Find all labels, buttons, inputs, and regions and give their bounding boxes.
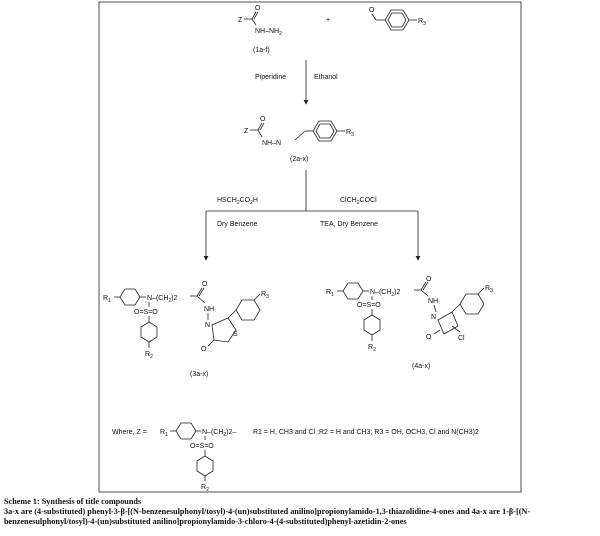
z-definition: Where, Z = R1 N–(CH2)2– O=S=O R2 R1 = H,… [112,422,479,493]
plus-sign: + [326,17,330,24]
intermediate-structure: Z O NH–N R3 (2a-x) [244,116,354,163]
aldehyde-r3-label: R3 [418,18,426,27]
hydrazide-z-label: Z [238,17,243,24]
caption-title: Scheme 1: Synthesis of title compounds [4,497,142,506]
where-sulfonyl-label: O=S=O [190,443,214,450]
where-r1-label: R1 [160,429,168,438]
scheme-caption: Scheme 1: Synthesis of title compounds 3… [4,497,596,527]
step2-right-reagent: ClCH2COCl [340,197,377,206]
product4-sulfonyl-label: O=S=O [357,302,381,309]
compound-2-label: (2a-x) [290,156,308,163]
intermediate-o-label: O [260,116,266,123]
caption-body: 3a-x are (4-substituted) phenyl-3-β-[(N-… [4,507,531,526]
scheme-frame [98,1,522,493]
product4-r3-label: R3 [485,285,493,294]
compound-1-label: (1a-f) [253,47,270,54]
product3-o-label: O [202,281,208,288]
product3-r3-label: R3 [261,291,269,300]
product3-chain-label: N–(CH2)2 [147,295,178,304]
product4-chain-label: N–(CH2)2 [370,289,401,298]
step2-right-condition: TEA, Dry Benzene [320,221,378,228]
product3-ring-s-label: S [233,331,238,338]
where-prefix: Where, Z = [112,429,147,436]
azetidinone-product: R1 N–(CH2)2 O NH O=S=O R2 N O Cl R3 (4a-… [326,276,493,370]
product4-cl-label: Cl [458,335,465,342]
aldehyde-structure: O R3 [369,7,426,31]
where-r2-label: R2 [201,484,209,493]
step2-left-reagent: HSCH2CO2H [217,197,258,206]
thiazolidinone-product: R1 N–(CH2)2 O NH O=S=O R2 N S O R3 (3a-x… [103,281,269,378]
product3-nh-label: NH [204,306,214,313]
product3-ring-o-label: O [201,346,207,353]
product3-sulfonyl-label: O=S=O [134,309,158,316]
product3-r2-label: R2 [145,351,153,360]
compound-4-label: (4a-x) [412,363,430,370]
intermediate-nhn-label: NH–N [262,140,281,147]
intermediate-z-label: Z [244,128,249,135]
step1-right-reagent: Ethanol [314,74,338,81]
hydrazide-structure: Z O NH–NH2 (1a-f) [238,5,282,54]
product4-o-label: O [426,276,432,283]
where-chain-label: N–(CH2)2– [202,429,236,438]
step1-left-reagent: Piperidine [255,74,286,81]
product4-ring-o-label: O [426,334,432,341]
product4-r2-label: R2 [368,344,376,353]
substituent-definitions: R1 = H, CH3 and Cl ;R2 = H and CH3; R3 =… [253,429,479,436]
aldehyde-o-label: O [369,7,375,14]
step2-left-condition: Dry Benzene [217,221,258,228]
hydrazide-nh-label: NH–NH2 [255,28,282,37]
product4-r1-label: R1 [326,289,334,298]
compound-3-label: (3a-x) [190,371,208,378]
product3-ring-n-label: N [205,322,210,329]
intermediate-r3-label: R3 [346,129,354,138]
reaction-scheme: Z O NH–NH2 (1a-f) + O R3 Piperidine Etha… [98,1,522,493]
hydrazide-o-label: O [255,5,261,12]
product4-ring-n-label: N [431,314,436,321]
product4-nh-label: NH [428,298,438,305]
product3-r1-label: R1 [103,295,111,304]
